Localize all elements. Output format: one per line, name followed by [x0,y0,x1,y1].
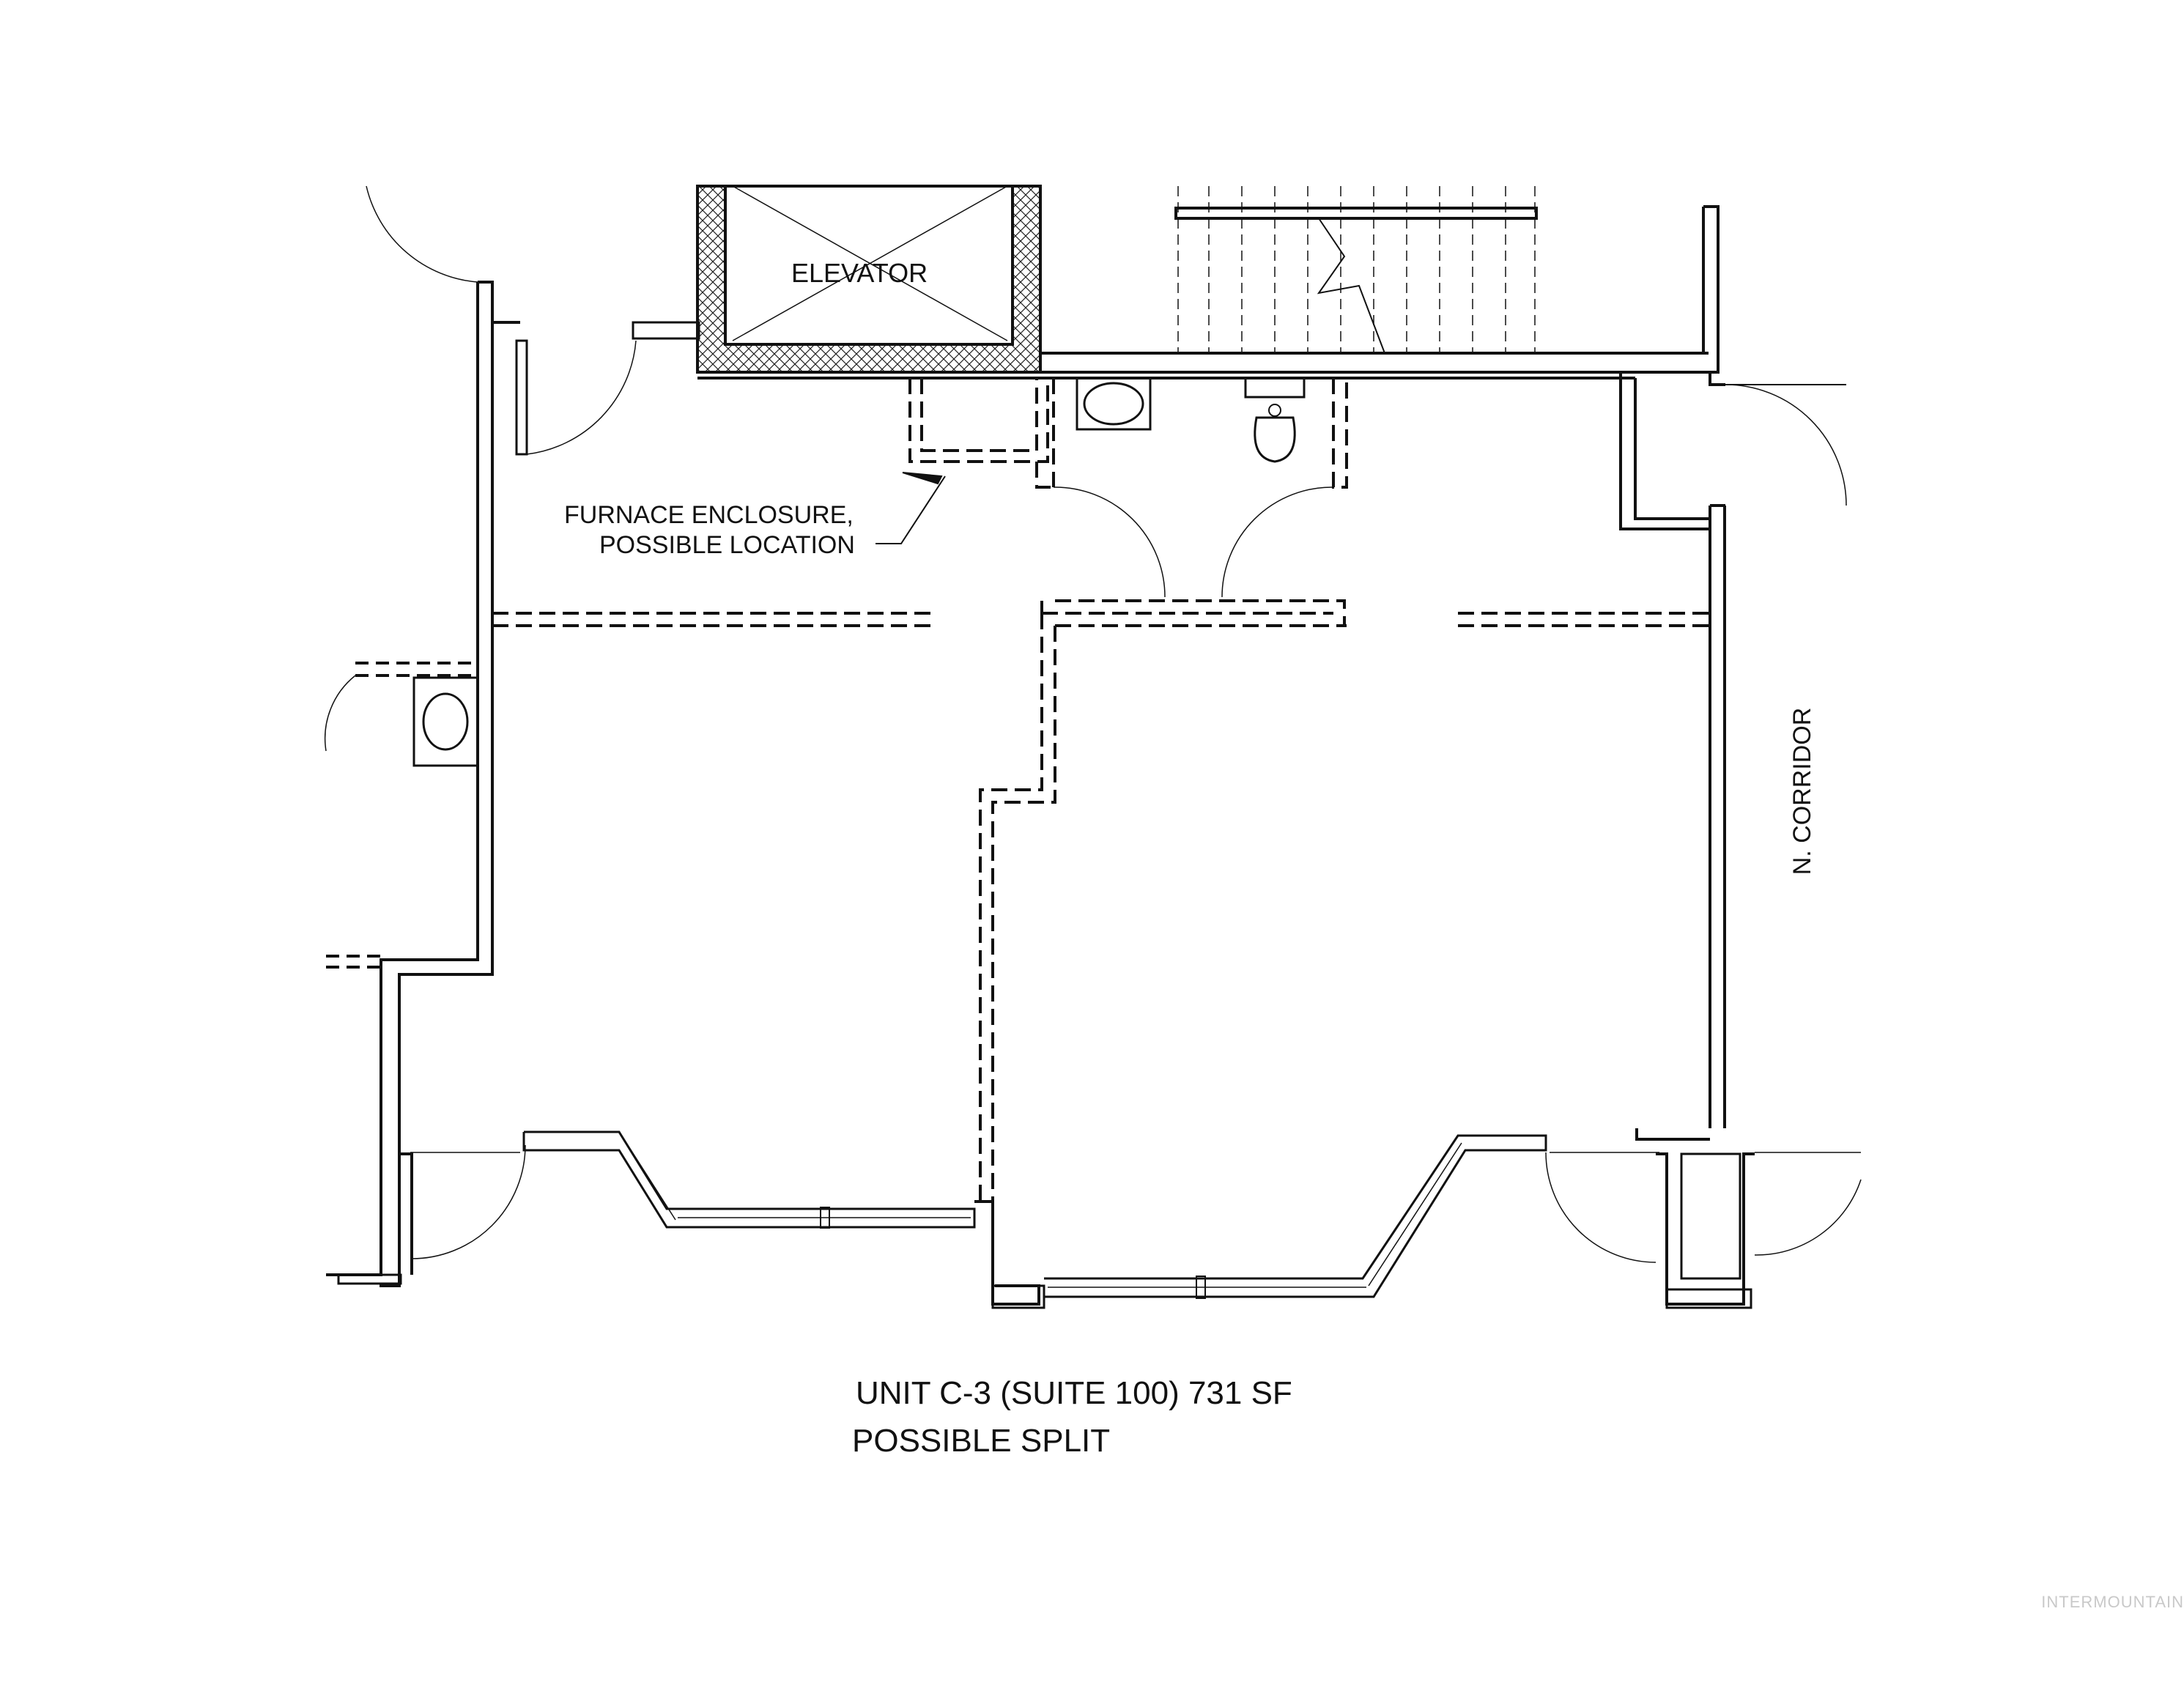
split-subtitle: POSSIBLE SPLIT [852,1423,1111,1459]
elevator-label: ELEVATOR [791,258,928,288]
stair [1174,186,1538,354]
furnace-label-line1: FURNACE ENCLOSURE, [564,501,854,529]
south-facade [337,1128,1862,1309]
west-wall [326,185,700,1287]
dashed-partitions [492,378,1710,1202]
elevator-shaft [696,185,1042,374]
north-wall [697,186,1720,380]
furnace-label-line2: POSSIBLE LOCATION [599,531,855,559]
corridor-label: N. CORRIDOR [1788,707,1816,876]
unit-title: UNIT C-3 (SUITE 100) 731 SF [856,1375,1292,1411]
east-wall [1619,372,1847,1128]
interior-doors [876,472,1334,598]
bathroom-fixtures [1076,377,1306,463]
watermark: INTERMOUNTAIN [2041,1593,2184,1611]
west-closet [324,662,479,969]
